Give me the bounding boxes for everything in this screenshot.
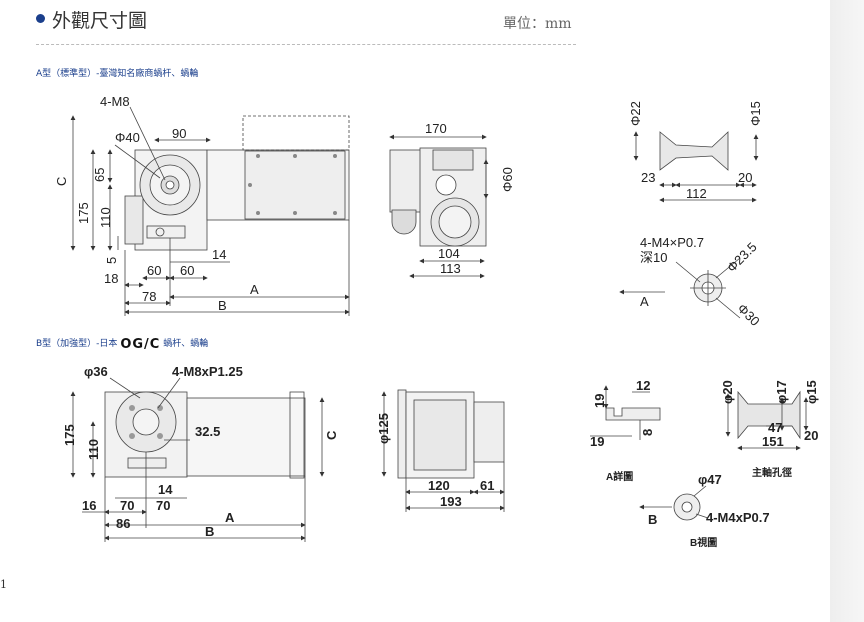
type-b-heading: B型（加強型）-日本 OG/C 蝸杆、蝸輪: [36, 336, 208, 352]
a-w104-label: 104: [438, 246, 460, 261]
type-b-view: [639, 485, 709, 521]
type-a-shaft-detail: [633, 131, 759, 203]
b-a-detail-caption: A詳圖: [606, 470, 633, 483]
page-number: 1: [0, 578, 7, 591]
b-view-caption: B視圖: [690, 536, 717, 549]
b-d125-label: φ125: [376, 413, 391, 444]
b-b-label: B: [205, 524, 214, 539]
a-d60a-label: 60: [147, 263, 161, 278]
type-a-front-view: [70, 106, 350, 316]
a-d30-label: Φ30: [735, 301, 763, 329]
a-d60b-label: 60: [180, 263, 194, 278]
b-d16-label: 16: [82, 498, 96, 513]
type-a-face-view: [619, 257, 741, 319]
a-c-label: C: [54, 177, 69, 186]
type-b-shaft-detail: [725, 390, 809, 451]
b-h110-label: 110: [86, 439, 101, 460]
a-h110-label: 110: [98, 207, 113, 228]
unit-label: 單位：mm: [503, 16, 572, 32]
b-l20-label: 20: [804, 428, 818, 443]
type-a-heading: A型（標準型）-臺灣知名廠商蝸杆、蝸輪: [36, 69, 199, 79]
b-d86-label: 86: [116, 516, 130, 531]
b-w120-label: 120: [428, 478, 450, 493]
ogc-logo: OG/C: [120, 337, 161, 352]
a-d235-label: Φ23.5: [724, 239, 760, 275]
b-l19b-label: 19: [590, 434, 604, 449]
a-d5-label: 5: [104, 257, 119, 264]
a-d78-label: 78: [142, 289, 156, 304]
b-shaft-caption: 主軸孔徑: [752, 466, 792, 479]
b-w61-label: 61: [480, 478, 494, 493]
b-d14-label: 14: [158, 482, 173, 497]
b-c-label: C: [324, 430, 339, 440]
b-d325-label: 32.5: [195, 424, 220, 439]
a-d22-label: Φ22: [628, 101, 643, 126]
b-h175-label: 175: [62, 424, 77, 446]
type-b-front-view: [70, 377, 325, 542]
type-b-side-view: [381, 389, 505, 512]
b-holes-label: 4-M8xP1.25: [172, 364, 243, 379]
type-b-heading-prefix: B型（加強型）-日本: [36, 339, 118, 349]
b-w193-label: 193: [440, 494, 462, 509]
b-view-holes-label: 4-M4xP0.7: [706, 510, 770, 525]
a-face-holes-label: 4-M4×P0.7: [640, 235, 704, 250]
a-a-label: A: [250, 282, 259, 297]
b-d36-label: φ36: [84, 364, 108, 379]
a-d40-label: Φ40: [115, 130, 140, 145]
a-l20-label: 20: [738, 170, 752, 185]
title-divider: [36, 44, 576, 45]
a-l112-label: 112: [686, 186, 707, 201]
title-bullet: [36, 14, 45, 23]
a-d14-label: 14: [212, 247, 226, 262]
b-d47-label: φ47: [698, 472, 722, 487]
b-d15-label: φ15: [804, 380, 819, 404]
b-l8-label: 8: [640, 429, 655, 436]
page-title: 外觀尺寸圖: [52, 10, 148, 32]
a-face-arrow-label: A: [640, 294, 649, 309]
a-h175-label: 175: [76, 202, 91, 224]
a-w90-label: 90: [172, 126, 186, 141]
a-l23-label: 23: [641, 170, 655, 185]
b-d17-label: φ17: [774, 380, 789, 404]
b-l19a-label: 19: [592, 394, 607, 408]
a-face-depth-label: 深10: [640, 250, 667, 265]
a-d15-label: Φ15: [748, 101, 763, 126]
type-b-a-detail: [590, 385, 661, 440]
b-l151-label: 151: [762, 434, 784, 449]
page-edge-shadow: [830, 0, 864, 622]
b-d70b-label: 70: [156, 498, 170, 513]
a-b-label: B: [218, 298, 227, 313]
b-d20-label: φ20: [720, 380, 735, 404]
b-l47-label: 47: [768, 420, 782, 435]
a-holes-label: 4-M8: [100, 94, 130, 109]
b-a-label: A: [225, 510, 235, 525]
a-w113-label: 113: [440, 261, 461, 276]
b-l12-label: 12: [636, 378, 650, 393]
a-d60-label: Φ60: [500, 167, 515, 192]
a-h65-label: 65: [92, 168, 107, 182]
type-b-heading-suffix: 蝸杆、蝸輪: [163, 339, 209, 349]
a-w170-label: 170: [425, 121, 447, 136]
a-d18-label: 18: [104, 271, 118, 286]
type-a-side-view: [389, 134, 489, 279]
b-d70a-label: 70: [120, 498, 134, 513]
b-view-arrow-label: B: [648, 512, 657, 527]
